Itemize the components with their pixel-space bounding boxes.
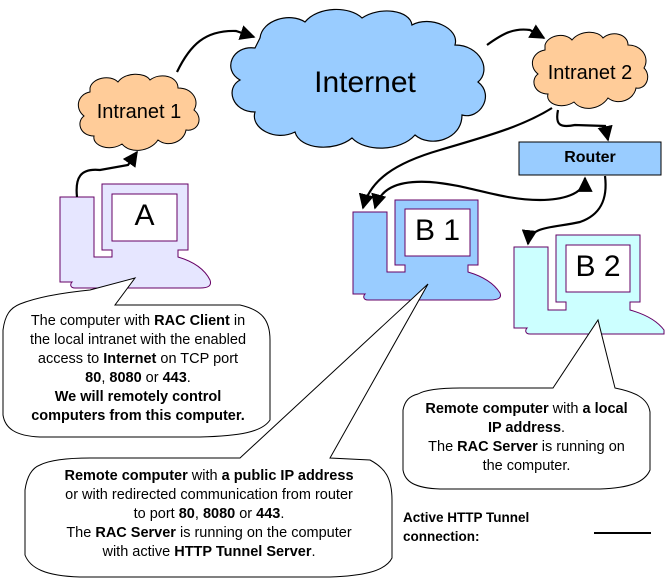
callout-text-segment: the computer. <box>482 458 571 474</box>
legend-label: Active HTTP Tunnel connection: <box>403 508 529 546</box>
computer-b2-icon <box>513 234 665 335</box>
callout-bold-text: We will remotely control <box>54 389 222 405</box>
edge-a-intranet1 <box>75 150 138 198</box>
callout-bold-text: HTTP Tunnel Server <box>174 544 312 560</box>
callout-text-segment: . <box>561 420 566 436</box>
callout-bold-text: 443 <box>162 370 187 386</box>
callout-bold-text: a local <box>582 401 628 417</box>
intranet1-label: Intranet 1 <box>96 101 182 123</box>
internet-label: Internet <box>314 66 416 99</box>
computer-a-icon <box>59 183 211 289</box>
callout-text-segment: is running on the computer <box>175 525 352 541</box>
callout-text-segment: . <box>186 370 191 386</box>
callout-text-segment: with active <box>102 544 175 560</box>
callout-text-segment: on TCP port <box>156 351 239 367</box>
callout-line: or with redirected communication from ro… <box>28 486 390 505</box>
router-box <box>518 141 662 176</box>
callout-text-segment: in <box>229 313 246 329</box>
callout-b2-bubble <box>402 318 651 490</box>
callout-line: Remote computer with a public IP address <box>28 467 390 486</box>
callout-bold-text: a public IP address <box>221 468 354 484</box>
callout-text-segment: is running on <box>537 439 625 455</box>
callout-text-segment: The <box>66 525 96 541</box>
callout-text-segment: . <box>311 544 316 560</box>
callout-text-segment: access to <box>37 351 104 367</box>
callout-text-segment: or with redirected communication from ro… <box>65 487 353 503</box>
callout-line: The RAC Server is running on the compute… <box>28 524 390 543</box>
callout-line: computers from this computer. <box>8 407 268 426</box>
legend-line1: Active HTTP Tunnel <box>403 510 530 525</box>
callout-text-segment: or <box>141 370 163 386</box>
callout-bold-text: 443 <box>256 506 281 522</box>
callout-line: IP address. <box>405 419 648 438</box>
callout-line: with active HTTP Tunnel Server. <box>28 543 390 562</box>
callout-text-segment: with <box>187 468 222 484</box>
intranet2-label: Intranet 2 <box>547 62 633 84</box>
router-label: Router <box>564 149 616 166</box>
edge-intranet1-internet <box>176 25 256 73</box>
callout-line: We will remotely control <box>8 388 268 407</box>
callout-bold-text: Remote computer <box>64 468 188 484</box>
computer-b1-label: B 1 <box>414 214 461 247</box>
callout-text-segment: with <box>548 401 583 417</box>
callout-a-bubble <box>2 277 271 438</box>
computer-b1-icon <box>352 199 501 301</box>
callout-bold-text: RAC Server <box>457 439 538 455</box>
callout-text-segment: or <box>235 506 257 522</box>
callout-bold-text: RAC Client <box>154 313 230 329</box>
callout-b1-bubble <box>24 283 429 578</box>
callout-bold-text: 80 <box>85 370 102 386</box>
callout-bold-text: 8080 <box>109 370 142 386</box>
callout-text-segment: the local intranet with the enabled <box>29 332 247 348</box>
callout-line: access to Internet on TCP port <box>8 350 268 369</box>
callout-line: the computer. <box>405 457 648 476</box>
callout-line: to port 80, 8080 or 443. <box>28 505 390 524</box>
intranet2-cloud-icon <box>531 31 649 109</box>
callout-line: The RAC Server is running on <box>405 438 648 457</box>
callout-bold-text: 8080 <box>202 506 236 522</box>
callout-line: the local intranet with the enabled <box>8 331 268 350</box>
callout-text-segment: , <box>101 370 110 386</box>
intranet1-cloud-icon <box>77 73 200 151</box>
callout-text-segment: The <box>428 439 458 455</box>
legend-line2: connection: <box>403 529 480 544</box>
edge-internet-intranet2 <box>486 24 546 46</box>
computer-a-label: A <box>134 199 155 232</box>
callout-text-segment: to port <box>133 506 179 522</box>
edge-router-b1 <box>371 176 593 210</box>
edge-router-b2 <box>521 175 607 246</box>
callout-text-segment: . <box>280 506 285 522</box>
callout-line: The computer with RAC Client in <box>8 312 268 331</box>
callout-bold-text: 80 <box>178 506 195 522</box>
callout-text-segment: , <box>194 506 203 522</box>
callout-bold-text: IP address <box>487 420 562 436</box>
computer-b2-label: B 2 <box>575 250 621 283</box>
callout-b1-text: Remote computer with a public IP address… <box>28 467 390 562</box>
callout-bold-text: computers from this computer. <box>31 408 245 424</box>
callout-bold-text: Remote computer <box>425 401 549 417</box>
callout-line: Remote computer with a local <box>405 400 648 419</box>
callout-bold-text: RAC Server <box>95 525 176 541</box>
callout-line: 80, 8080 or 443. <box>8 369 268 388</box>
callout-text-segment: The computer with <box>30 313 155 329</box>
edge-intranet2-router <box>556 109 613 142</box>
callout-bold-text: Internet <box>103 351 157 367</box>
internet-cloud-icon <box>230 8 487 149</box>
